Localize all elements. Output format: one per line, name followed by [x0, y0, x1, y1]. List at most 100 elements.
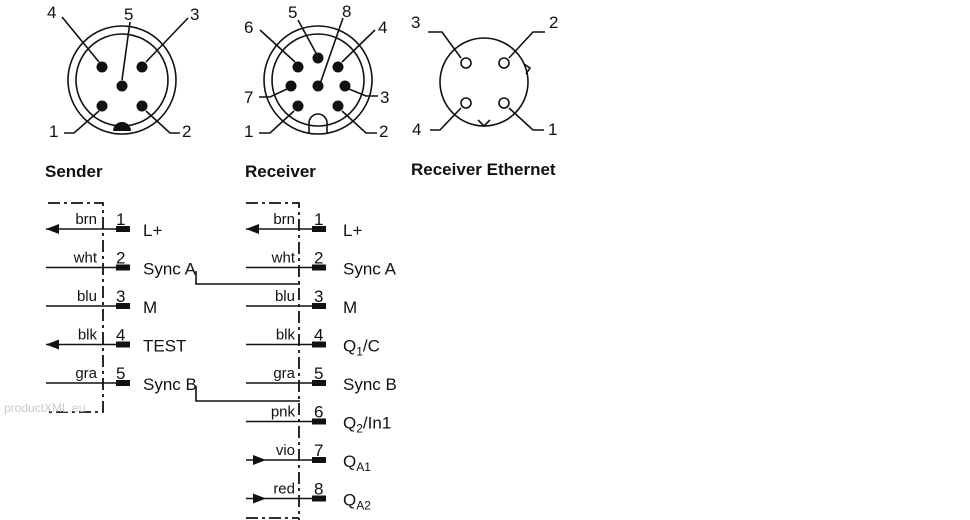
- receiver-signal-4: Q1/C: [343, 337, 380, 359]
- receiver-pin-label-3: 3: [380, 88, 389, 107]
- receiver-ethernet-connector: 3 2 4 1: [411, 13, 558, 139]
- receiver-terminal-8: [312, 495, 326, 502]
- receiver-pin-number-8: 8: [314, 480, 323, 499]
- sender-terminal-4: [116, 341, 130, 348]
- receiver-terminal-7: [312, 457, 326, 463]
- sync-b-bridge: [195, 386, 300, 402]
- sender-leader-1: [64, 110, 100, 134]
- ethernet-leader-1: [508, 107, 544, 131]
- sender-title: Sender: [45, 162, 103, 181]
- receiver-signal-6: Q2/In1: [343, 414, 391, 436]
- sender-pin-1-contact: [96, 100, 108, 112]
- ethernet-side-notch: [523, 63, 532, 75]
- sender-arrow-out-4: [46, 339, 59, 350]
- receiver-terminal-2: [312, 264, 326, 271]
- ethernet-pin-3-contact: [460, 57, 472, 69]
- receiver-signal-7: QA1: [343, 452, 371, 474]
- sender-leader-5: [121, 21, 131, 81]
- ethernet-pin-2-contact: [498, 57, 510, 69]
- receiver-pin-label-5: 5: [288, 3, 297, 22]
- sender-signal-1: L+: [143, 221, 162, 240]
- receiver-pin-number-5: 5: [314, 364, 323, 383]
- sender-pin-number-3: 3: [116, 287, 125, 306]
- sender-wire-color-4: blk: [78, 327, 98, 344]
- receiver-pin-7-contact: [285, 80, 297, 92]
- ethernet-pin-4-contact: [460, 97, 472, 109]
- sender-coding-key: [113, 122, 131, 131]
- receiver-pin-label-6: 6: [244, 18, 253, 37]
- ethernet-pin-label-1: 1: [548, 120, 557, 139]
- sender-leader-2: [145, 110, 180, 134]
- sender-signal-5: Sync B: [143, 375, 197, 394]
- sender-pin-label-5: 5: [124, 5, 133, 24]
- ethernet-pin-label-2: 2: [549, 13, 558, 32]
- receiver-terminal-4: [312, 341, 326, 348]
- receiver-terminal-3: [312, 303, 326, 309]
- ethernet-pin-1-contact: [498, 97, 510, 109]
- receiver-pin-5-contact: [312, 52, 324, 64]
- sender-connector-outer-ring: [67, 25, 177, 135]
- receiver-connector-inner-ring: [271, 33, 365, 127]
- receiver-connector-outer-ring: [263, 25, 373, 135]
- receiver-pin-label-4: 4: [378, 18, 387, 37]
- receiver-signal-1: L+: [343, 221, 362, 240]
- sender-cable-boundary: [48, 202, 104, 413]
- ethernet-leader-2: [508, 31, 545, 59]
- receiver-terminal-6: [312, 418, 326, 425]
- receiver-arrow-out-1: [246, 224, 259, 234]
- sender-pin-label-2: 2: [182, 122, 191, 141]
- receiver-pin-3-contact: [339, 80, 351, 92]
- receiver-leader-6: [259, 29, 296, 63]
- receiver-leader-8: [319, 17, 344, 85]
- sender-pin-number-4: 4: [116, 326, 125, 345]
- sender-arrow-out-1: [46, 224, 59, 234]
- receiver-pin-4-contact: [332, 61, 344, 73]
- sender-wire-color-5: gra: [75, 365, 97, 382]
- receiver-leader-5: [297, 19, 317, 54]
- receiver-leader-3: [348, 88, 378, 97]
- receiver-pin-6-contact: [292, 61, 304, 73]
- ethernet-leader-3: [428, 31, 462, 59]
- receiver-signal-2: Sync A: [343, 260, 397, 279]
- receiver-leader-4: [341, 29, 376, 63]
- sender-pin-4-contact: [96, 61, 108, 73]
- receiver-coding-key: [308, 113, 328, 133]
- sender-terminal-3: [116, 303, 130, 309]
- ethernet-bottom-notch: [477, 119, 491, 128]
- sender-pin-number-2: 2: [116, 249, 125, 268]
- receiver-wire-color-7: vio: [276, 442, 295, 459]
- receiver-pin-number-7: 7: [314, 441, 323, 460]
- receiver-wire-color-2: wht: [271, 250, 296, 267]
- receiver-pin-label-2: 2: [379, 122, 388, 141]
- receiver-leader-7: [259, 88, 288, 98]
- receiver-wire-color-8: red: [273, 481, 295, 498]
- ethernet-pin-label-4: 4: [412, 120, 421, 139]
- sender-pin-label-3: 3: [190, 5, 199, 24]
- sender-terminal-5: [116, 380, 130, 386]
- receiver-wire-color-5: gra: [273, 365, 295, 382]
- sender-leader-4: [61, 16, 100, 63]
- receiver-pin-2-contact: [332, 100, 344, 112]
- ethernet-leader-4: [430, 107, 462, 131]
- receiver-wire-color-3: blu: [275, 288, 295, 305]
- watermark-text: productXML.eu: [4, 401, 85, 415]
- receiver-pin-number-3: 3: [314, 287, 323, 306]
- sender-wire-color-3: blu: [77, 288, 97, 305]
- receiver-pin-label-8: 8: [342, 2, 351, 21]
- sender-terminal-2: [116, 264, 130, 271]
- sender-wire-color-2: wht: [73, 250, 98, 267]
- receiver-pin-label-1: 1: [244, 122, 253, 141]
- receiver-leader-2: [341, 110, 377, 134]
- receiver-pin-1-contact: [292, 100, 304, 112]
- sender-pin-3-contact: [136, 61, 148, 73]
